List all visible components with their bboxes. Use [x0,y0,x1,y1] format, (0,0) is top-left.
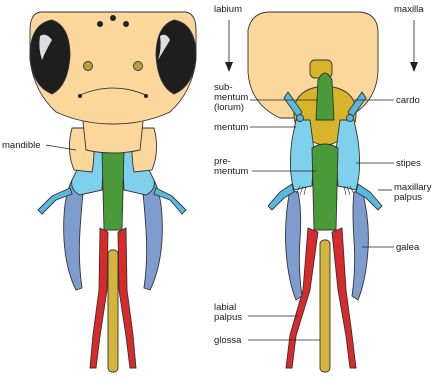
label-cardo: cardo [396,95,420,106]
right-head-rear-view: labium maxilla sub- mentum (lorum) mentu… [214,4,434,372]
left-antennal-socket-right [134,62,143,71]
label-submentum: sub- mentum (lorum) [214,82,251,113]
left-tentorial-pit-right [144,94,148,98]
left-galea-right [142,180,162,290]
left-ocellus-lateral-right [123,21,129,27]
label-labial-palpus: labial palpus [214,302,242,323]
label-prementum-line2: mentum [214,166,248,177]
label-maxillary-palpus-line2: palpus [394,192,422,203]
left-prementum [102,150,124,230]
left-tentorial-pit-left [78,94,82,98]
left-ocellus-lateral-left [97,21,103,27]
label-maxillary-palpus: maxillary palpus [394,182,434,203]
left-antennal-socket-left [84,62,93,71]
arrowhead-labium [225,62,233,72]
right-stipes-right [336,120,360,190]
left-labial-palpus-left [90,228,108,368]
label-mentum: mentum [214,122,248,133]
right-labial-palpus-right [332,228,356,368]
right-stipes-left [290,120,314,190]
right-glossa [320,240,330,372]
left-labial-palpus-right [118,228,136,368]
right-prementum [312,144,338,230]
label-galea: galea [396,242,420,253]
label-submentum-line3: (lorum) [214,102,244,113]
left-galea-left [64,180,84,290]
right-galea-left [286,190,303,300]
label-labium: labium [214,4,242,15]
label-stipes: stipes [396,158,421,169]
right-cardo-joint-left [297,115,304,122]
right-cardo-joint-right [347,115,354,122]
label-mandible: mandible [2,140,41,151]
label-glossa: glossa [214,335,242,346]
left-ocellus-median [110,15,116,21]
arrowhead-maxilla [410,62,418,72]
label-prementum: pre- mentum [214,156,248,177]
right-submentum [316,73,334,120]
left-head-front-view: mandible [2,12,196,372]
left-glossa [108,250,118,372]
label-labial-palpus-line2: palpus [214,312,242,323]
label-maxilla: maxilla [394,4,424,15]
right-galea-right [352,190,368,300]
